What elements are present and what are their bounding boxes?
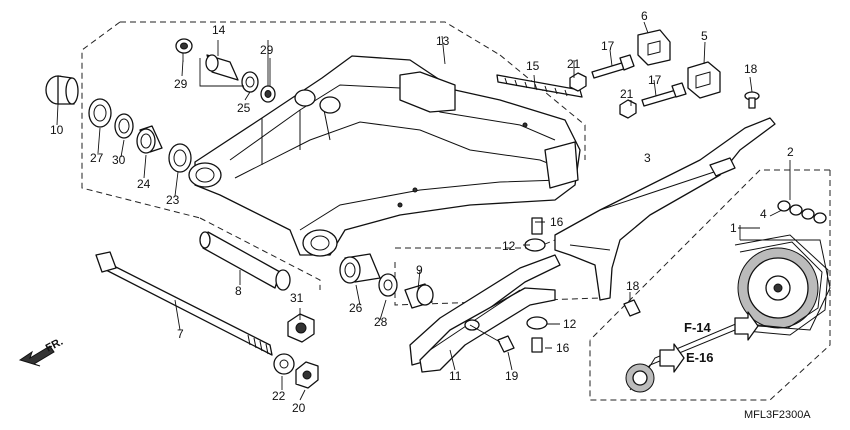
callout-26: 26 (349, 301, 363, 315)
screw-18-low (623, 299, 641, 317)
callout-12-top: 12 (502, 239, 516, 253)
collar-9 (404, 283, 434, 309)
drawing-code: MFL3F2300A (744, 409, 811, 421)
callout-18-low: 18 (626, 279, 640, 293)
callout-2: 2 (787, 145, 794, 159)
chain-links-4 (777, 200, 827, 224)
callout-21-top: 21 (567, 57, 581, 71)
pivot-collar (45, 75, 79, 105)
needle-bearing-26 (339, 253, 381, 284)
callout-9: 9 (416, 263, 423, 277)
nut-31 (287, 313, 315, 343)
callout-13: 13 (436, 34, 450, 48)
callout-16-low: 16 (556, 341, 570, 355)
bearing-27 (88, 98, 112, 128)
nut-20 (295, 361, 319, 389)
callout-11: 11 (449, 369, 462, 383)
nut-21-low (619, 99, 637, 119)
callout-14: 14 (212, 23, 226, 37)
chain-slider (409, 254, 561, 373)
callout-1: 1 (730, 221, 737, 235)
bolt-15 (496, 74, 583, 98)
bolt-17-low (641, 82, 687, 107)
front-arrow-icon (18, 345, 55, 367)
callout-28: 28 (374, 315, 388, 329)
seal-30 (114, 113, 134, 139)
seal-28 (378, 273, 398, 297)
bolt-17-top (591, 54, 635, 79)
callout-12-low: 12 (563, 317, 577, 331)
washer-22 (273, 353, 295, 375)
seal-29-right (260, 85, 276, 103)
leader-lines (56, 21, 791, 401)
callout-29-top: 29 (174, 77, 188, 91)
ref-arrow-f14-icon (734, 311, 759, 341)
screw-18-top (744, 91, 760, 109)
callout-25: 25 (237, 101, 251, 115)
bearing-25 (241, 71, 259, 93)
block-5 (687, 61, 721, 99)
callout-labels: 1 2 3 4 5 6 7 8 9 10 11 12 12 13 14 15 1… (50, 9, 794, 415)
rear-sprocket (737, 239, 831, 331)
bearing-23 (168, 143, 192, 173)
swing-arm (188, 55, 581, 257)
callout-19: 19 (505, 369, 519, 383)
callout-24: 24 (137, 177, 151, 191)
pivot-bolt (95, 251, 273, 356)
callout-7: 7 (177, 327, 184, 341)
collar-14 (205, 54, 239, 81)
needle-bearing-24 (136, 125, 163, 154)
ref-label-f14[interactable]: F-14 (684, 320, 712, 335)
nut-21-top (569, 72, 587, 92)
callout-8: 8 (235, 284, 242, 298)
callout-21-low: 21 (620, 87, 634, 101)
bolts-16 (531, 217, 543, 353)
callout-3: 3 (644, 151, 651, 165)
block-6 (637, 29, 671, 66)
callout-4: 4 (760, 207, 767, 221)
callout-23: 23 (166, 193, 180, 207)
collars-12 (464, 238, 548, 331)
callout-15: 15 (526, 59, 540, 73)
ref-arrow-e16-icon (659, 343, 685, 373)
callout-17-top: 17 (601, 39, 615, 53)
callout-31: 31 (290, 291, 304, 305)
callout-6: 6 (641, 9, 648, 23)
callout-16-top: 16 (550, 215, 564, 229)
bolt-19 (469, 324, 515, 353)
chain-case (554, 117, 776, 301)
callout-22: 22 (272, 389, 286, 403)
callout-27: 27 (90, 151, 104, 165)
callout-18-top: 18 (744, 62, 758, 76)
callout-30: 30 (112, 153, 126, 167)
ref-label-e16[interactable]: E-16 (686, 350, 713, 365)
pivot-collar-8 (199, 231, 291, 291)
callout-29-right: 29 (260, 43, 274, 57)
front-label: FR. (44, 336, 65, 355)
callout-10: 10 (50, 123, 64, 137)
callout-17-low: 17 (648, 73, 662, 87)
drive-sprocket (625, 363, 655, 393)
callout-20: 20 (292, 401, 306, 415)
seal-29-top (175, 38, 193, 54)
callout-5: 5 (701, 29, 708, 43)
